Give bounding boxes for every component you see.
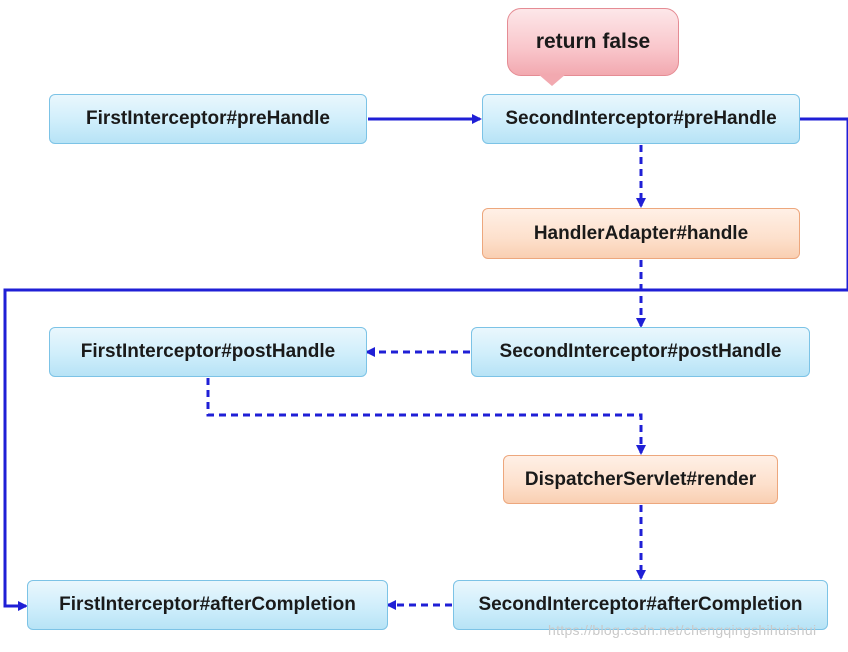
watermark-url: https://blog.csdn.net/chengqingshihuishu… bbox=[548, 622, 817, 638]
node-second-interceptor-aftercompletion: SecondInterceptor#afterCompletion bbox=[453, 580, 828, 630]
arrow-firstpost-to-render bbox=[206, 378, 646, 455]
arrow-returnfalse-to-firstafter bbox=[3, 117, 848, 611]
node-handler-adapter-handle: HandlerAdapter#handle bbox=[482, 208, 800, 259]
return-false-callout: return false bbox=[507, 8, 679, 76]
callout-tail bbox=[538, 74, 566, 86]
node-second-interceptor-prehandle: SecondInterceptor#preHandle bbox=[482, 94, 800, 144]
node-first-interceptor-prehandle: FirstInterceptor#preHandle bbox=[49, 94, 367, 144]
node-first-interceptor-aftercompletion: FirstInterceptor#afterCompletion bbox=[27, 580, 388, 630]
node-first-interceptor-posthandle: FirstInterceptor#postHandle bbox=[49, 327, 367, 377]
node-second-interceptor-posthandle: SecondInterceptor#postHandle bbox=[471, 327, 810, 377]
node-dispatcher-servlet-render: DispatcherServlet#render bbox=[503, 455, 778, 504]
